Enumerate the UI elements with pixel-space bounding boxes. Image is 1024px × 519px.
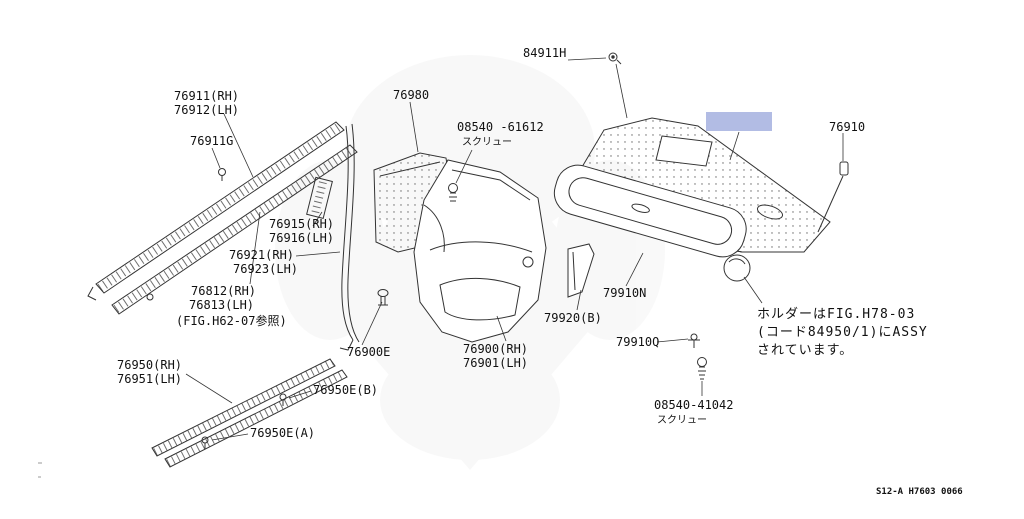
part-label-79910q[interactable]: 79910Q xyxy=(616,335,660,349)
part-label-79920-b[interactable]: 79920(B) xyxy=(544,311,602,325)
part-label-76911g[interactable]: 76911G xyxy=(190,134,234,148)
part-label-76900e[interactable]: 76900E xyxy=(347,345,391,359)
part-label-76912-lh[interactable]: 76912(LH) xyxy=(174,103,240,117)
part-label-76812-rh[interactable]: 76812(RH) xyxy=(191,284,257,298)
part-label-76921-rh[interactable]: 76921(RH) xyxy=(229,248,295,262)
part-label-76916-lh[interactable]: 76916(LH) xyxy=(269,231,335,245)
part-label-76915-rh[interactable]: 76915(RH) xyxy=(269,217,335,231)
assembly-note-line2: (コード84950/1)にASSY xyxy=(757,325,928,340)
highlight-marker[interactable] xyxy=(706,112,772,131)
part-label-84911h[interactable]: 84911H xyxy=(523,46,567,60)
part-label-76813-lh[interactable]: 76813(LH) xyxy=(189,298,255,312)
drawing-code: S12-A H7603 0066 xyxy=(876,487,963,497)
part-label-08540-61612[interactable]: 08540 -61612 xyxy=(457,120,544,134)
screw-jp-label-upper: スクリュー xyxy=(462,137,512,148)
part-label-76951-lh[interactable]: 76951(LH) xyxy=(117,372,183,386)
screw-jp-label-lower: スクリュー xyxy=(657,415,707,426)
part-label-76950e-b[interactable]: 76950E(B) xyxy=(313,383,379,397)
assembly-note-line1: ホルダーはFIG.H78-03 xyxy=(757,307,916,322)
assembly-note-line3: されています。 xyxy=(757,343,854,358)
fig-reference-label: (FIG.H62-07参照) xyxy=(176,314,287,328)
part-label-76950e-a[interactable]: 76950E(A) xyxy=(250,426,316,440)
part-label-76923-lh[interactable]: 76923(LH) xyxy=(233,262,299,276)
part-label-76900-rh[interactable]: 76900(RH) xyxy=(463,342,529,356)
part-label-76980[interactable]: 76980 xyxy=(393,88,430,102)
part-label-76901-lh[interactable]: 76901(LH) xyxy=(463,356,529,370)
part-label-79910n[interactable]: 79910N xyxy=(603,286,647,300)
part-label-08540-41042[interactable]: 08540-41042 xyxy=(654,398,734,412)
part-label-76950-rh[interactable]: 76950(RH) xyxy=(117,358,183,372)
part-label-76910[interactable]: 76910 xyxy=(829,120,866,134)
part-label-76911-rh[interactable]: 76911(RH) xyxy=(174,89,240,103)
